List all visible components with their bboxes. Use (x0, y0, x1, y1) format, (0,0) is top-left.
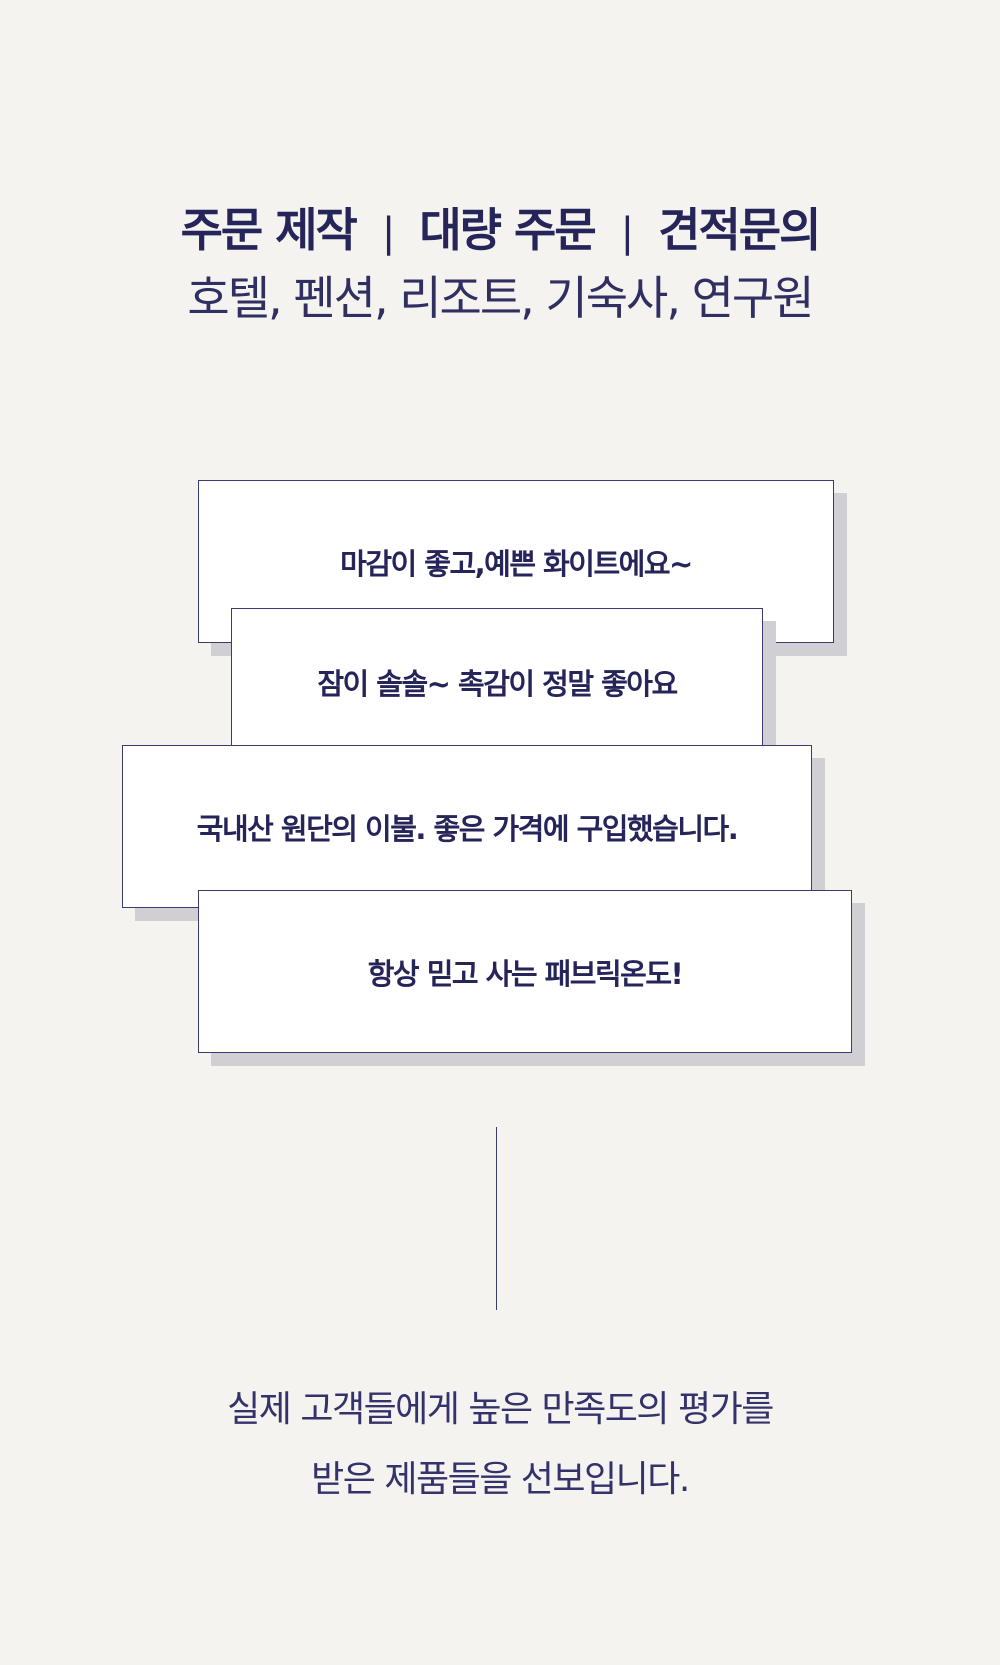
review-text: 항상 믿고 사는 패브릭온도! (367, 956, 684, 991)
service-bulk-order: 대량 주문 (419, 203, 596, 257)
review-text: 마감이 좋고,예쁜 화이트에요~ (340, 546, 693, 581)
service-quote-inquiry: 견적문의 (658, 203, 821, 257)
footer-line-1: 실제 고객들에게 높은 만족도의 평가를 (227, 1389, 774, 1430)
separator: | (381, 210, 396, 256)
review-text: 국내산 원단의 이불. 좋은 가격에 구입했습니다. (196, 811, 739, 846)
footer-line-2: 받은 제품들을 선보입니다. (311, 1459, 690, 1500)
services-heading: 주문 제작 | 대량 주문 | 견적문의 (0, 200, 1000, 263)
vertical-divider (496, 1127, 497, 1310)
separator: | (620, 210, 635, 256)
review-card: 국내산 원단의 이불. 좋은 가격에 구입했습니다. (122, 745, 812, 908)
target-customers: 호텔, 펜션, 리조트, 기숙사, 연구원 (187, 271, 814, 325)
review-card: 항상 믿고 사는 패브릭온도! (198, 890, 852, 1053)
service-custom-order: 주문 제작 (180, 203, 358, 257)
review-card: 잠이 솔솔~ 촉감이 정말 좋아요 (231, 608, 763, 768)
review-text: 잠이 솔솔~ 촉감이 정말 좋아요 (317, 667, 678, 701)
